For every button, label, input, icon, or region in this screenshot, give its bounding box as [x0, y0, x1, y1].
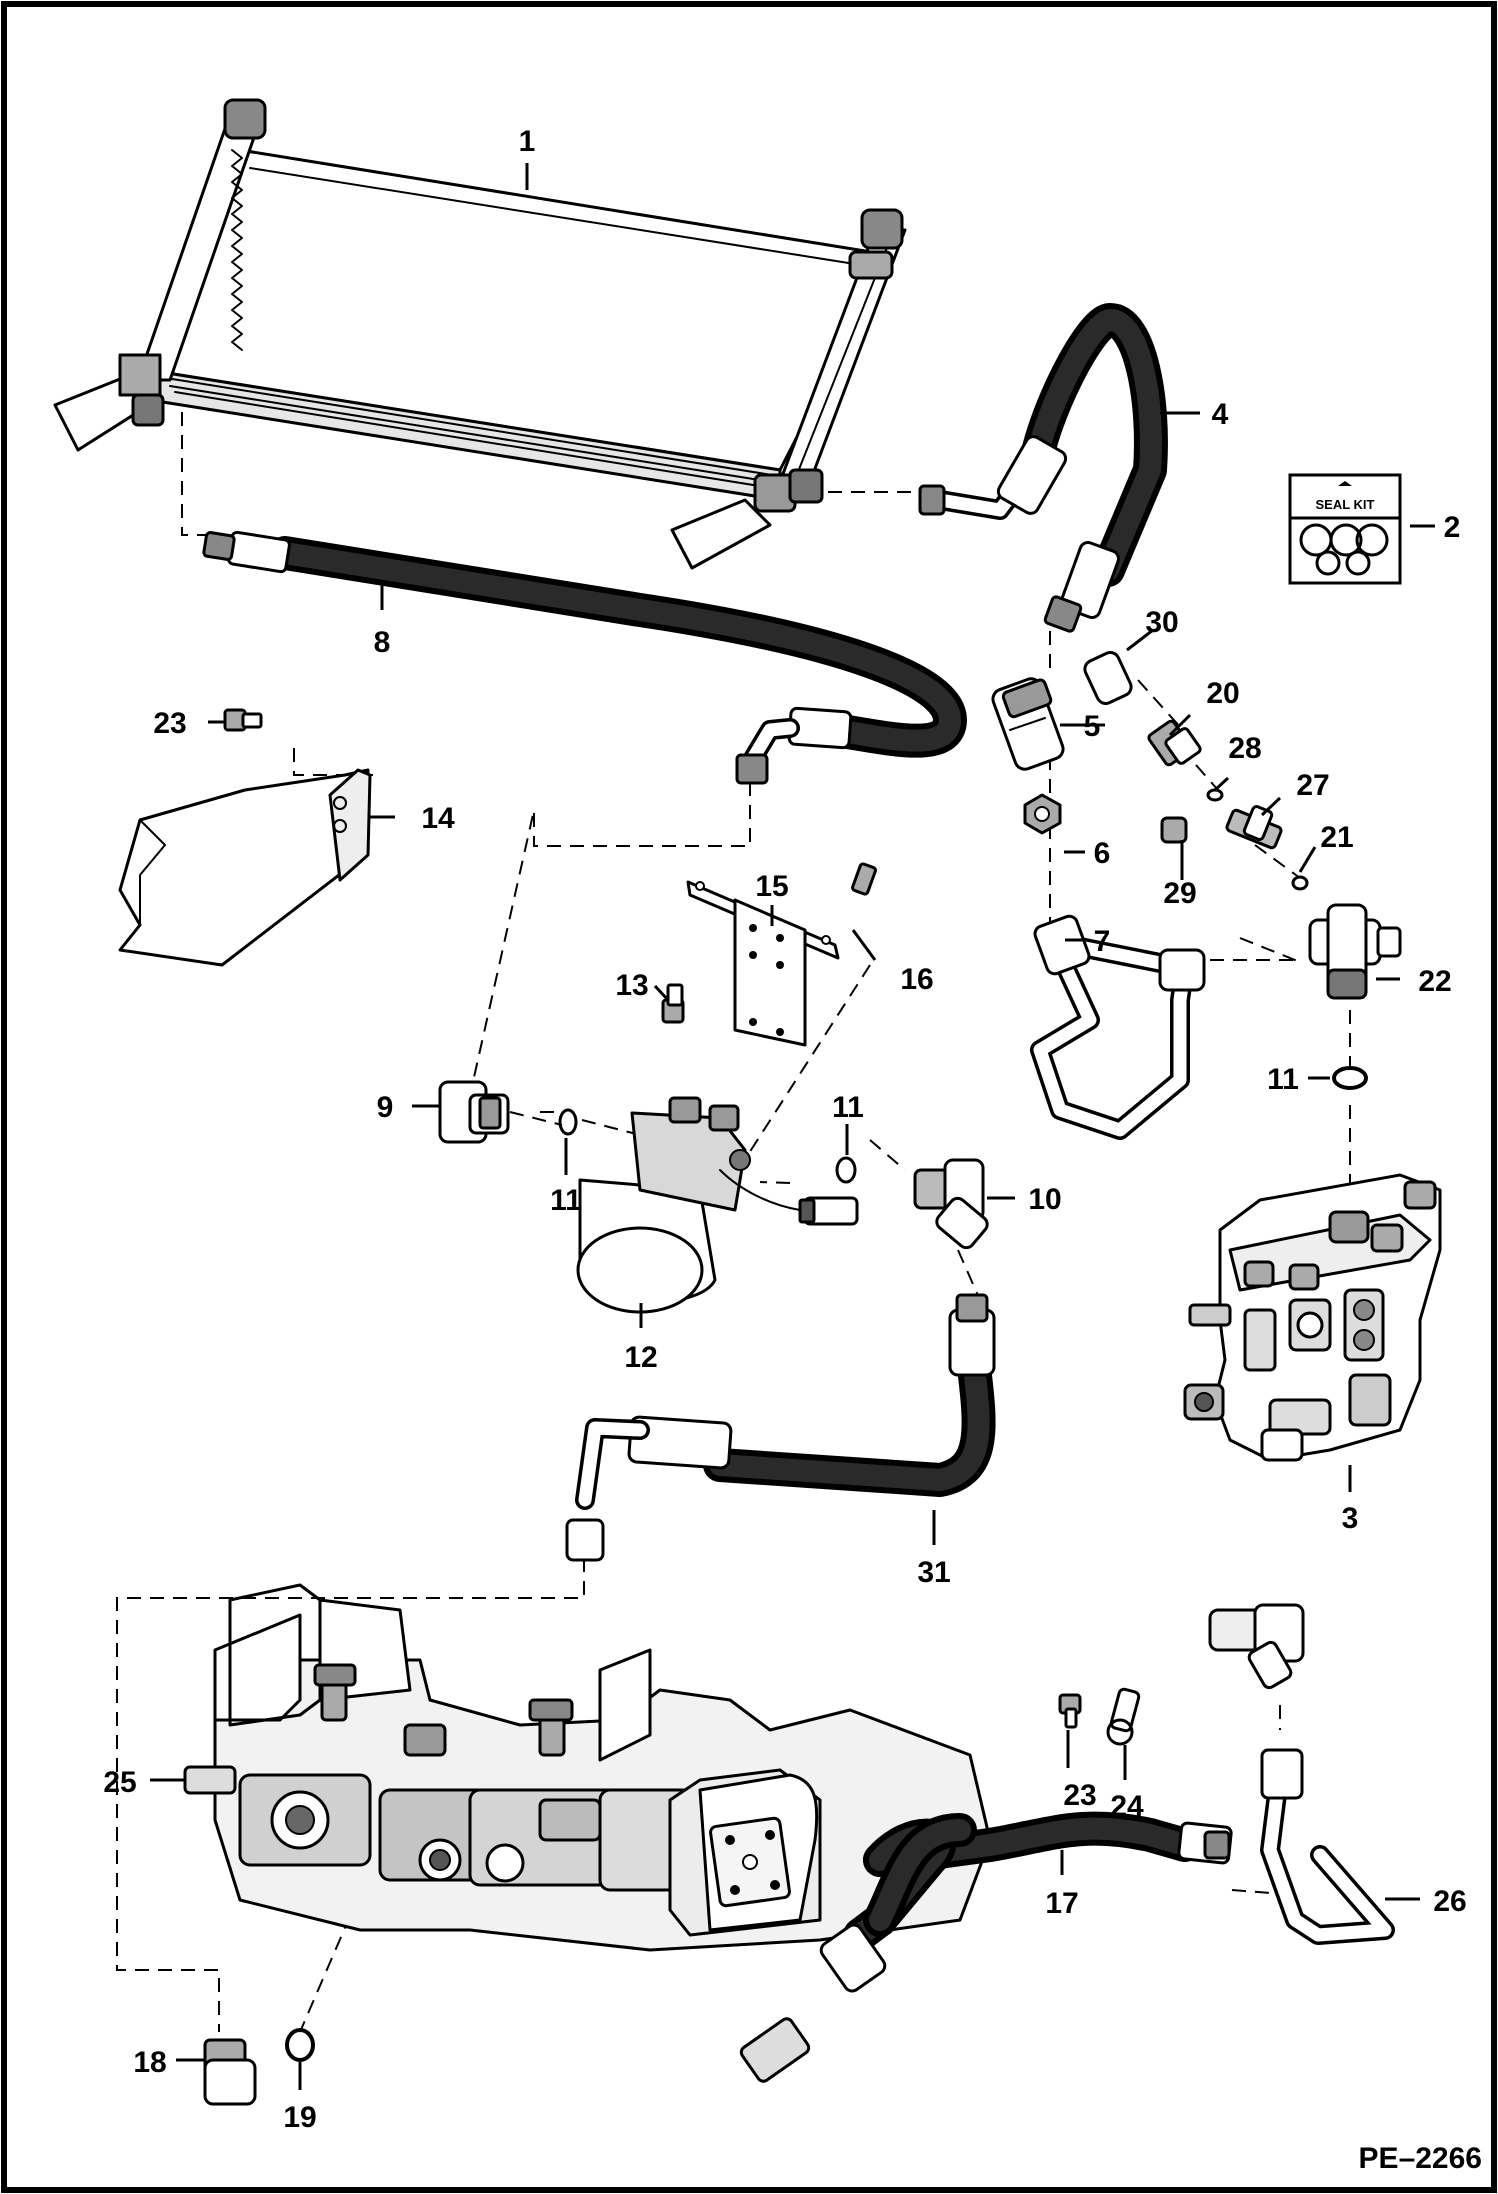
callout-21: 21	[1320, 821, 1353, 854]
oring-19	[285, 2028, 315, 2062]
oil-cooler	[53, 98, 907, 570]
oring-28	[1206, 788, 1224, 802]
nut-6	[1023, 793, 1062, 835]
callout-9: 9	[377, 1091, 394, 1124]
callout-13: 13	[615, 969, 648, 1002]
callout-19: 19	[283, 2101, 316, 2134]
callout-10: 10	[1028, 1183, 1061, 1216]
filter-12	[576, 1096, 859, 1314]
bolt-13	[661, 983, 685, 1024]
callout-31: 31	[917, 1556, 950, 1589]
callout-labels: 1 2 3 4 5 6 7 8 9 10 11 11 11 12 13 14 1…	[103, 125, 1466, 2134]
callout-24: 24	[1110, 1790, 1144, 1823]
bolt-16	[851, 862, 877, 896]
bolt-23-upper	[223, 708, 263, 732]
callout-11-left: 11	[550, 1184, 582, 1217]
callout-25: 25	[103, 1766, 136, 1799]
pump-25	[183, 1583, 992, 1952]
callout-3: 3	[1342, 1502, 1359, 1535]
cooler-fins	[165, 167, 881, 489]
callout-16: 16	[900, 963, 933, 996]
cooler-port-right	[788, 468, 824, 504]
bolt-23-lower	[1058, 1693, 1082, 1729]
elbow-5	[991, 677, 1065, 771]
callout-14: 14	[421, 802, 455, 835]
callout-8: 8	[374, 626, 391, 659]
callout-7: 7	[1094, 925, 1111, 958]
callout-4: 4	[1212, 398, 1229, 431]
cooler-port-left	[131, 393, 165, 427]
callout-20: 20	[1206, 677, 1239, 710]
oring-21	[1291, 875, 1309, 891]
oring-11-left	[558, 1108, 578, 1136]
callout-18: 18	[133, 2046, 166, 2079]
oring-11-center	[835, 1156, 857, 1184]
hose-31	[565, 1293, 996, 1562]
callout-15: 15	[755, 870, 788, 903]
callout-1: 1	[519, 125, 536, 158]
elbow-18	[203, 2038, 257, 2106]
callout-22: 22	[1418, 965, 1451, 998]
seal-kit-icon: SEAL KIT	[1288, 473, 1402, 585]
callout-26: 26	[1433, 1885, 1466, 1918]
fitting-27	[1225, 805, 1283, 850]
callout-27: 27	[1296, 769, 1329, 802]
tube-26	[1208, 1603, 1395, 1945]
callout-23-lower: 23	[1063, 1779, 1096, 1812]
clamp-24	[1106, 1687, 1141, 1746]
oring-11-right	[1332, 1066, 1368, 1090]
hose-17	[739, 1811, 1233, 2083]
bracket-15	[686, 880, 840, 1047]
elbow-9	[438, 1080, 510, 1144]
callout-2: 2	[1444, 511, 1461, 544]
callout-6: 6	[1094, 837, 1111, 870]
seal-kit-label: SEAL KIT	[1316, 497, 1375, 512]
callout-28: 28	[1228, 732, 1261, 765]
control-valve-3	[1183, 1173, 1442, 1462]
callout-11-right: 11	[1267, 1063, 1299, 1096]
callout-30: 30	[1145, 606, 1178, 639]
fitting-20	[1147, 719, 1202, 767]
callout-11-center: 11	[832, 1091, 864, 1124]
leader-lines	[150, 163, 1435, 2090]
tube-7	[1030, 914, 1206, 1140]
hose-4	[918, 303, 1168, 633]
elbow-10	[913, 1158, 989, 1250]
tee-22	[1308, 903, 1402, 1000]
drawing-code: PE–2266	[1359, 2142, 1482, 2175]
callout-12: 12	[624, 1341, 657, 1374]
callout-5: 5	[1084, 710, 1101, 743]
callout-17: 17	[1045, 1887, 1078, 1920]
callout-29: 29	[1163, 877, 1196, 910]
cap-30	[1083, 651, 1133, 705]
cap-29	[1160, 816, 1188, 844]
shield-14	[118, 768, 372, 967]
hose-8	[202, 530, 967, 785]
callout-23-upper: 23	[153, 707, 186, 740]
